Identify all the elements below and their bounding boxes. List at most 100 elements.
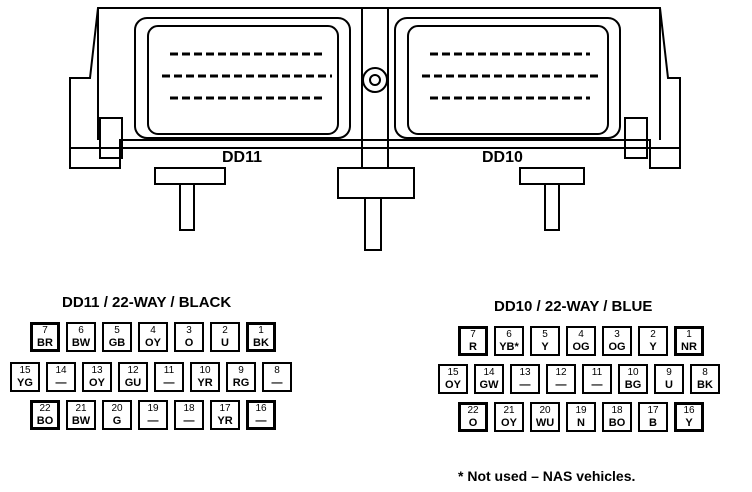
- pin-number: 22: [467, 405, 479, 416]
- pin-number: 11: [163, 365, 175, 376]
- wire-color: —: [55, 377, 67, 389]
- wire-color: U: [665, 379, 673, 391]
- wire-color: BK: [253, 337, 269, 349]
- pin-number: 3: [614, 329, 620, 340]
- wire-color: YB*: [499, 341, 519, 353]
- pin-number: 4: [150, 325, 156, 336]
- dd10-pin: 13—: [510, 364, 540, 394]
- wire-color: YR: [217, 415, 233, 427]
- dd10-housing-label: DD10: [482, 149, 523, 166]
- wire-color: OY: [445, 379, 461, 391]
- wire-color: GU: [124, 377, 142, 389]
- wire-color: YG: [17, 377, 33, 389]
- ecu-connector-drawing: DD11 DD10: [69, 7, 681, 251]
- dd11-pin: 8—: [262, 362, 292, 392]
- dd10-title: DD10 / 22-WAY / BLUE: [494, 298, 653, 315]
- pin-number: 14: [55, 365, 67, 376]
- footnote: * Not used – NAS vehicles.: [458, 468, 636, 484]
- pin-number: 10: [627, 367, 639, 378]
- pin-number: 16: [683, 405, 695, 416]
- dd11-title: DD11 / 22-WAY / BLACK: [62, 294, 232, 311]
- wire-color: B: [649, 417, 657, 429]
- pin-number: 8: [274, 365, 280, 376]
- wire-color: BG: [624, 379, 642, 391]
- wire-color: BK: [697, 379, 713, 391]
- pin-number: 10: [199, 365, 211, 376]
- wire-color: Y: [685, 417, 693, 429]
- wire-color: BW: [71, 415, 91, 427]
- wire-color: OY: [89, 377, 105, 389]
- pin-number: 5: [114, 325, 120, 336]
- wire-color: GW: [479, 379, 499, 391]
- pin-number: 15: [19, 365, 31, 376]
- wire-color: OG: [608, 341, 626, 353]
- wire-color: —: [147, 415, 159, 427]
- wire-color: —: [163, 377, 175, 389]
- pin-number: 1: [686, 329, 692, 340]
- pin-number: 17: [219, 403, 231, 414]
- pin-number: 1: [258, 325, 264, 336]
- dd10-pin: 11—: [582, 364, 612, 394]
- pin-number: 16: [255, 403, 267, 414]
- wire-color: OY: [501, 417, 517, 429]
- pin-number: 19: [147, 403, 159, 414]
- pin-number: 14: [483, 367, 495, 378]
- wire-color: BO: [36, 415, 54, 427]
- wire-color: GB: [108, 337, 126, 349]
- wire-color: —: [555, 379, 567, 391]
- wire-color: —: [271, 377, 283, 389]
- wire-color: —: [255, 415, 267, 427]
- wire-color: BO: [608, 417, 626, 429]
- wire-color: O: [184, 337, 194, 349]
- pin-number: 5: [542, 329, 548, 340]
- wire-color: WU: [535, 417, 555, 429]
- pin-number: 3: [186, 325, 192, 336]
- pin-number: 22: [39, 403, 51, 414]
- wire-color: R: [469, 341, 477, 353]
- wire-color: RG: [232, 377, 250, 389]
- pin-number: 17: [647, 405, 659, 416]
- wire-color: O: [468, 417, 478, 429]
- wire-color: N: [577, 417, 585, 429]
- wire-color: —: [183, 415, 195, 427]
- pin-number: 19: [575, 405, 587, 416]
- pin-number: 20: [539, 405, 551, 416]
- pin-number: 12: [127, 365, 139, 376]
- pin-number: 20: [111, 403, 123, 414]
- wire-color: —: [591, 379, 603, 391]
- dd11-pin: 16—: [246, 400, 276, 430]
- dd10-pin: 12—: [546, 364, 576, 394]
- pin-number: 15: [447, 367, 459, 378]
- dd11-housing-label: DD11: [222, 149, 262, 166]
- dd11-pin: 11—: [154, 362, 184, 392]
- wire-color: YR: [197, 377, 213, 389]
- pin-number: 2: [650, 329, 656, 340]
- wire-color: Y: [541, 341, 549, 353]
